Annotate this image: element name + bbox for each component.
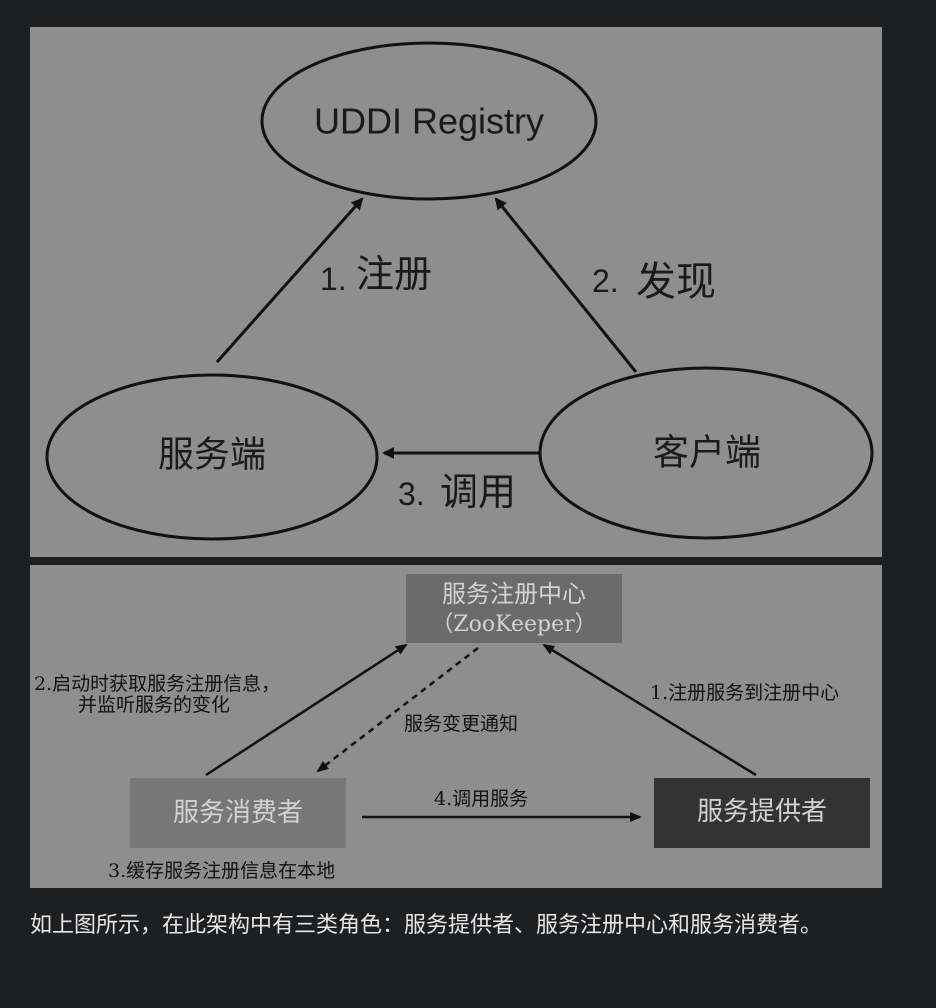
notify-change-arrow [316,647,479,773]
registry-label: UDDI Registry [314,101,544,142]
server-label: 服务端 [158,435,266,476]
step2-number: 2. [592,263,619,299]
step1-label: 注册 [356,252,432,296]
registry-center-title: 服务注册中心 [442,580,586,608]
step2-text-line2: 并监听服务的变化 [78,694,230,716]
consumer-label: 服务消费者 [173,798,303,828]
step2-text-line1: 2.启动时获取服务注册信息， [34,673,280,695]
client-node [538,366,874,540]
client-label: 客户端 [653,433,761,474]
consumer-box [130,778,346,848]
step4-text: 4.调用服务 [434,788,528,810]
server-node [45,373,379,541]
registry-center-subtitle: （ZooKeeper） [431,612,596,637]
provider-box [654,778,870,848]
step3-number: 3. [398,476,425,512]
step3-label: 调用 [440,470,516,514]
register-arrow [215,197,364,363]
uddi-diagram: UDDI Registry 服务端 客户端 1. 注册 2. 发现 3. 调用 [30,27,882,557]
discover-arrow [494,197,638,373]
registry-center-box [406,574,622,643]
registry-node [260,41,598,201]
provider-label: 服务提供者 [697,797,827,827]
caption-paragraph: 如上图所示，在此架构中有三类角色：服务提供者、服务注册中心和服务消费者。 [30,913,823,938]
step2-label: 发现 [636,259,716,305]
fetch-registry-arrow [205,643,408,777]
zookeeper-diagram: 服务注册中心 （ZooKeeper） 服务消费者 服务提供者 2.启动时获取服务… [30,565,882,888]
step1-text: 1.注册服务到注册中心 [650,682,839,704]
notify-text: 服务变更通知 [404,713,518,735]
step1-number: 1. [320,261,347,297]
register-service-arrow [542,643,757,777]
step3-text: 3.缓存服务注册信息在本地 [108,860,335,882]
